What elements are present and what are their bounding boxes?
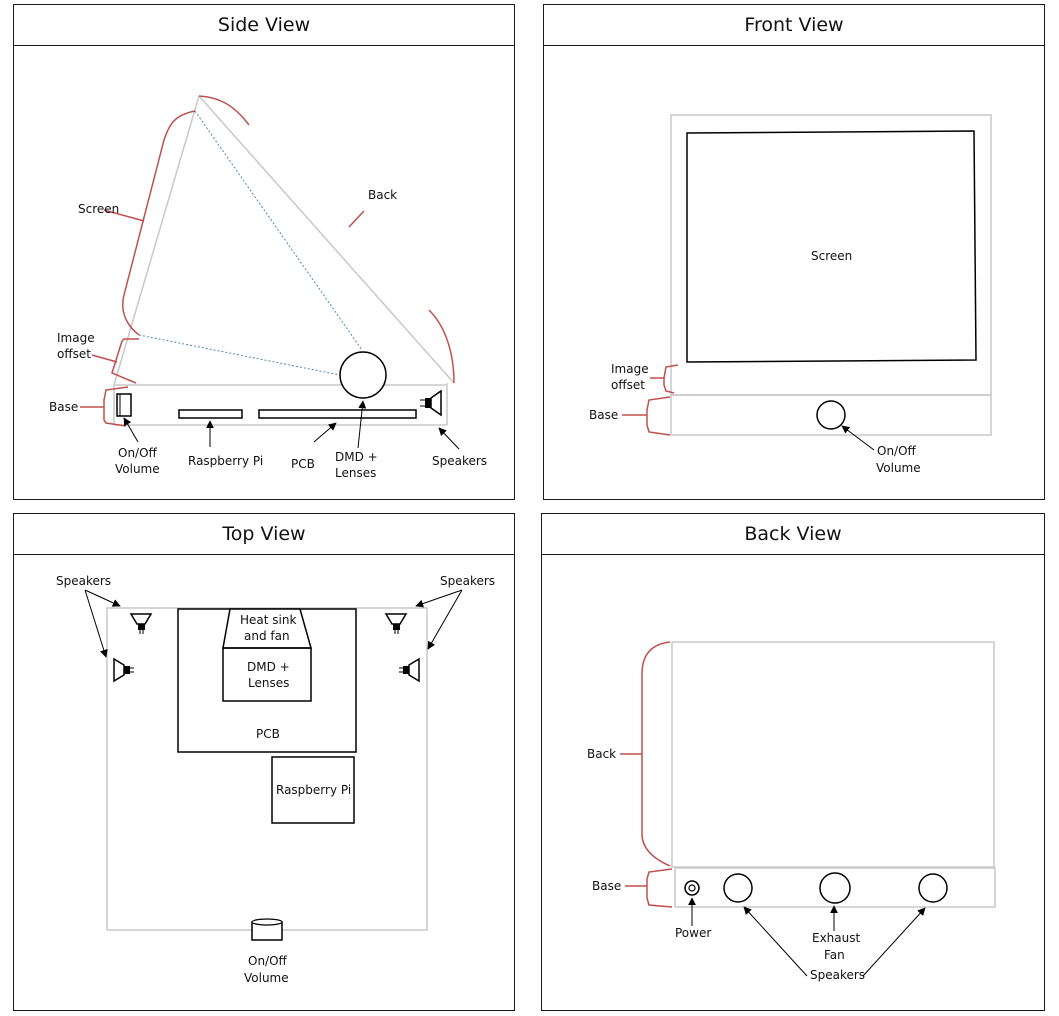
label-dmd: DMD + xyxy=(335,450,378,464)
base-bracket xyxy=(646,396,671,436)
back-bracket xyxy=(198,95,250,126)
speaker-grille-right xyxy=(918,873,948,903)
onoff-arrow xyxy=(841,425,875,451)
speaker-icon xyxy=(129,613,153,634)
label-onoff: On/Off xyxy=(118,446,158,460)
housing-outline xyxy=(113,95,455,426)
image-offset-bracket xyxy=(111,338,139,384)
base-bracket xyxy=(646,868,673,908)
label-speakers: Speakers xyxy=(810,968,865,982)
front-view-title: Front View xyxy=(544,5,1044,46)
label-base: Base xyxy=(49,400,78,414)
label-speakers-left: Speakers xyxy=(56,574,111,588)
label-onoff-2: Volume xyxy=(876,461,921,475)
brackets xyxy=(622,364,679,436)
side-view-panel: Side View xyxy=(13,4,515,500)
speaker-icon xyxy=(399,657,420,683)
pointer-arrows xyxy=(84,589,463,658)
front-base xyxy=(670,394,992,436)
label-dmd-2: Lenses xyxy=(248,676,289,690)
back-view-drawing: Back Base Power Exhaust Fan Speakers xyxy=(587,641,996,982)
speaker-icon xyxy=(384,613,408,634)
label-power: Power xyxy=(675,926,711,940)
label-back: Back xyxy=(587,747,616,761)
base-bracket xyxy=(103,386,129,427)
front-view-drawing: Screen Image offset Base On/Off Volume xyxy=(589,114,992,475)
label-speakers-right: Speakers xyxy=(440,574,495,588)
label-image-offset: Image xyxy=(611,362,649,376)
top-housing xyxy=(106,607,428,931)
label-exhaust-2: Fan xyxy=(824,948,845,962)
front-screen xyxy=(686,130,977,363)
side-view-drawing: Screen Back Image offset Base On/Off Vol… xyxy=(49,95,487,480)
label-dmd-2: Lenses xyxy=(335,466,376,480)
brackets xyxy=(620,641,673,908)
back-view-panel: Back View Back Base Power xyxy=(541,513,1045,1011)
label-base: Base xyxy=(592,879,621,893)
dmd-lenses-circle xyxy=(339,351,387,399)
label-speakers: Speakers xyxy=(432,454,487,468)
pointer-arrows xyxy=(123,400,460,450)
label-image-offset-2: offset xyxy=(611,378,645,392)
top-view-panel: Top View xyxy=(13,513,515,1011)
top-view-drawing: Speakers Speakers Heat sink and fan DMD … xyxy=(56,574,495,985)
dmd-lenses-block xyxy=(222,647,312,702)
label-screen: Screen xyxy=(811,249,852,263)
raspberry-pi-board xyxy=(178,409,243,419)
label-onoff: On/Off xyxy=(877,444,917,458)
raspberry-pi-board xyxy=(271,756,355,824)
label-raspberry-pi: Raspberry Pi xyxy=(276,783,351,797)
onoff-volume-knob xyxy=(816,400,846,430)
label-raspberry-pi: Raspberry Pi xyxy=(188,454,263,468)
label-dmd: DMD + xyxy=(247,660,290,674)
onoff-volume-knob xyxy=(251,918,283,941)
image-offset-bracket xyxy=(663,364,679,394)
label-base: Base xyxy=(589,408,618,422)
speaker-grille-left xyxy=(723,873,753,903)
exhaust-fan xyxy=(819,872,851,904)
label-back: Back xyxy=(368,188,397,202)
top-view-title: Top View xyxy=(14,514,514,555)
pointer-arrows xyxy=(688,897,926,977)
label-pcb: PCB xyxy=(256,727,280,741)
label-pcb: PCB xyxy=(291,457,315,471)
label-image-offset: Image xyxy=(57,331,95,345)
side-view-title: Side View xyxy=(14,5,514,46)
front-view-panel: Front View Screen Image offset Base On/O… xyxy=(543,4,1045,500)
label-heatsink-2: and fan xyxy=(244,629,290,643)
label-image-offset-2: offset xyxy=(57,347,91,361)
speaker-icon xyxy=(420,389,442,417)
label-screen: Screen xyxy=(78,202,119,216)
back-housing xyxy=(671,641,995,868)
pcb-board xyxy=(258,409,417,419)
power-jack xyxy=(684,880,700,896)
speaker-icon xyxy=(113,657,134,683)
brackets xyxy=(80,95,455,427)
label-onoff: On/Off xyxy=(248,954,288,968)
label-onoff-2: Volume xyxy=(244,971,289,985)
back-view-title: Back View xyxy=(542,514,1044,555)
label-heatsink: Heat sink xyxy=(240,613,296,627)
label-exhaust: Exhaust xyxy=(812,931,861,945)
projection-lines xyxy=(138,110,363,376)
back-bracket xyxy=(641,641,671,867)
label-onoff-2: Volume xyxy=(115,462,160,476)
screen-bracket xyxy=(122,110,196,336)
onoff-volume-knob xyxy=(116,393,132,417)
